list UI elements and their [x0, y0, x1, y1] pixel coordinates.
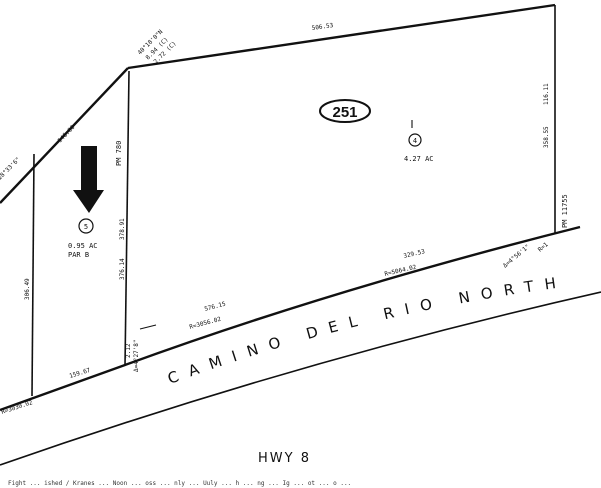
road-edge-south — [0, 291, 601, 466]
parcel-5-area: 0.95 AC — [68, 242, 98, 250]
dim-top-edge: 506.53 — [311, 22, 334, 32]
arrow-down-icon — [73, 146, 104, 213]
tick-mark — [139, 324, 157, 330]
book-page-number: 251 — [332, 104, 357, 121]
dim-right-mid: 358.55 — [543, 126, 550, 148]
parcel-4-label: 4 4.27 AC — [404, 133, 434, 163]
dim-left-diagonal: 146.80 — [56, 124, 76, 145]
book-page-badge: 251 — [319, 99, 371, 123]
dim-left-bearing: 28°33'6" — [0, 156, 22, 181]
parcel-boundaries — [0, 3, 601, 466]
boundary-lot-bottom — [0, 225, 581, 412]
boundary-left-diagonal — [0, 67, 129, 204]
boundary-far-left-vertical — [31, 153, 35, 397]
boundary-top-edge — [127, 3, 556, 70]
parcel-5-sub: PAR B — [68, 251, 89, 259]
dim-bottom-right: 329.53 — [403, 248, 426, 260]
parcel-4-number: 4 — [413, 137, 417, 145]
footer-caption: Fight ... ished / Kranes ... Noon ... os… — [8, 480, 351, 487]
dim-inner-vertical-left-lower: 376.14 — [119, 258, 126, 280]
dim-bottom-left-radius: R=3030.02 — [0, 399, 33, 416]
parcel-4-area: 4.27 AC — [404, 155, 434, 163]
dim-bottom-mid-radius: R=3056.02 — [189, 316, 223, 331]
dim-far-left-vertical: 306.49 — [24, 278, 31, 300]
dim-right-corner-2: R=1 — [537, 241, 550, 254]
road-hwy-8: HWY 8 — [258, 451, 311, 466]
pm780-label: PM 780 — [115, 141, 123, 166]
dim-inner-vertical-left: 378.91 — [119, 218, 126, 240]
dimension-labels: 506.53 116.11 358.55 146.80 28°33'6" 378… — [0, 22, 550, 416]
dim-right-upper: 116.11 — [543, 83, 550, 105]
parcel-5-label: 5 0.95 AC PAR B — [68, 146, 104, 259]
parcel-5-number: 5 — [84, 223, 88, 231]
parcel-4-circle — [408, 133, 422, 147]
parcel-5-circle — [78, 218, 94, 234]
boundary-inner-vertical — [124, 70, 130, 367]
dim-bottom-mid: 576.15 — [204, 300, 227, 312]
book-page-oval — [319, 99, 371, 123]
dim-corner-small: 2.12 — [125, 343, 132, 358]
dim-corner-small2: Δ=4°27'8" — [133, 339, 140, 372]
pm11755-label: PM 11755 — [561, 194, 569, 228]
